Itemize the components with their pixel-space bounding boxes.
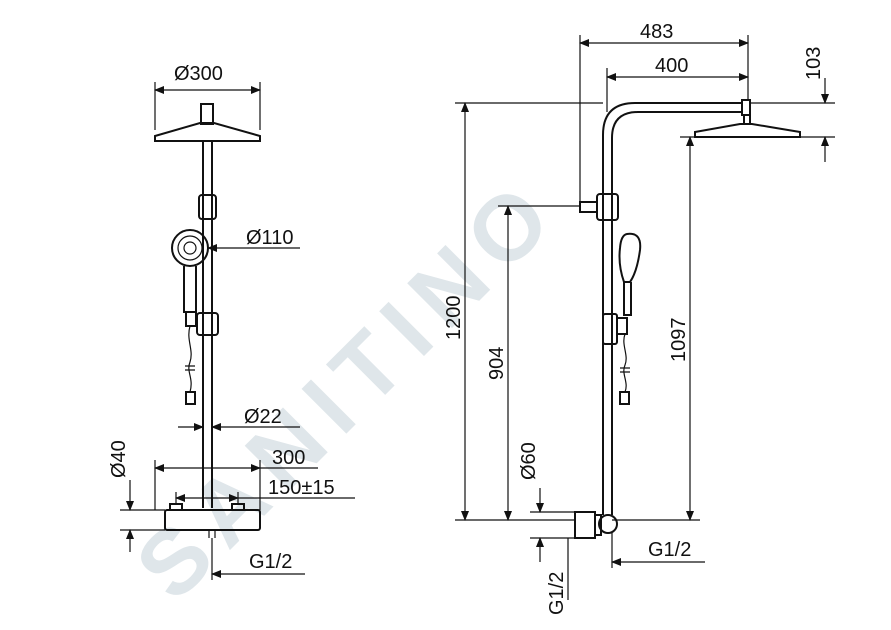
head-drop-label: 103 bbox=[803, 47, 825, 80]
front-inlet-thread-label: G1/2 bbox=[249, 551, 292, 573]
hand-shower-diameter-label: Ø110 bbox=[246, 227, 293, 249]
side-diverter bbox=[579, 193, 619, 221]
front-view: Ø300 Ø110 Ø22 Ø40 300 150±15 G1/2 bbox=[108, 63, 355, 580]
side-inlet-thread-vertical-label: G1/2 bbox=[546, 572, 568, 615]
side-inlet-thread-label: G1/2 bbox=[648, 539, 691, 561]
side-view: 483 400 103 1200 904 1097 Ø60 G1/2 bbox=[443, 21, 835, 615]
side-inlet bbox=[574, 511, 618, 568]
holder-height-label: 904 bbox=[486, 347, 508, 380]
head-diameter-label: Ø300 bbox=[174, 63, 223, 85]
front-hand-shower bbox=[171, 229, 209, 405]
outlet-spacing-label: 150±15 bbox=[268, 477, 335, 499]
inlet-diameter-label: Ø60 bbox=[518, 442, 540, 480]
side-hand-shower bbox=[602, 232, 642, 405]
head-offset-label: 400 bbox=[655, 55, 688, 77]
side-shower-head bbox=[694, 115, 801, 138]
head-height-label: 1097 bbox=[668, 318, 690, 363]
side-riser-and-arm bbox=[602, 99, 751, 515]
thermostat-height-label: Ø40 bbox=[108, 440, 130, 478]
front-shower-head bbox=[154, 103, 261, 142]
arm-reach-label: 483 bbox=[640, 21, 673, 43]
front-riser-pipe bbox=[196, 141, 219, 508]
thermostat-width-label: 300 bbox=[272, 447, 305, 469]
pipe-diameter-label: Ø22 bbox=[244, 406, 282, 428]
total-height-label: 1200 bbox=[443, 296, 465, 341]
watermark-text: SANITINO bbox=[117, 157, 579, 619]
